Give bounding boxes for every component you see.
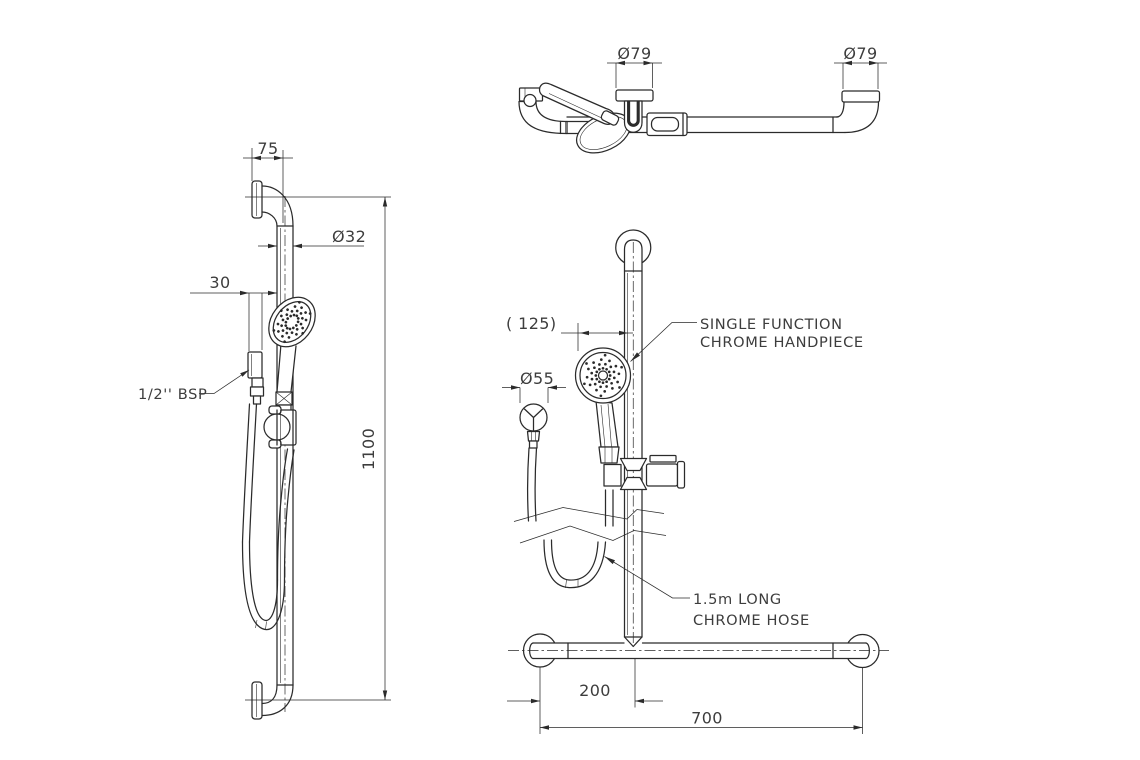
plan-slider-bracket	[646, 112, 688, 137]
handpiece-label-line1: SINGLE FUNCTION	[700, 316, 843, 333]
side-rail	[276, 196, 294, 712]
bsp-callout: 1/2'' BSP	[138, 369, 250, 403]
dimensions: 75 Ø32 30 1100 Ø79	[190, 44, 887, 734]
dim-200-text: 200	[579, 681, 611, 700]
dim-flange-plan-right: Ø79	[834, 44, 887, 89]
dim-o79-right-text: Ø79	[843, 44, 877, 63]
dim-75-text: 75	[257, 139, 278, 158]
front-hose	[526, 447, 614, 589]
dim-30-text: 30	[209, 273, 230, 292]
front-hose-connector	[519, 403, 548, 449]
side-bottom-wall-flange	[251, 681, 294, 720]
spray-face-dots	[272, 300, 312, 344]
dim-grab-rail-length: 700	[540, 668, 863, 734]
front-grab-rail	[508, 633, 889, 669]
plan-rail-top-flange	[615, 89, 654, 133]
plan-handpiece-handle	[538, 82, 620, 126]
hose-callout: 1.5m LONG CHROME HOSE	[604, 556, 810, 629]
dim-rail-diameter: Ø32	[258, 227, 366, 249]
dim-handpiece-offset: ( 125)	[506, 314, 633, 351]
dim-125-text: ( 125)	[506, 314, 557, 333]
dim-top-offset: 75	[243, 139, 293, 223]
break-lines	[513, 507, 667, 544]
dim-o32-text: Ø32	[332, 227, 366, 246]
side-wall-outlet	[247, 351, 265, 405]
annotations: 1/2'' BSP SINGLE FUNCTION CHROME HANDPIE…	[138, 316, 864, 629]
side-handpiece-head	[268, 296, 316, 348]
spray-face-dots	[583, 353, 623, 398]
side-view	[241, 180, 316, 720]
handpiece-callout: SINGLE FUNCTION CHROME HANDPIECE	[630, 316, 864, 362]
side-top-wall-flange	[251, 180, 294, 227]
dim-rail-length: 1100	[245, 196, 391, 701]
dim-o55-text: Ø55	[520, 369, 554, 388]
dim-1100-text: 1100	[359, 428, 378, 470]
dim-700-text: 700	[691, 709, 723, 728]
dim-o79-left-text: Ø79	[617, 44, 651, 63]
plan-view	[518, 82, 881, 154]
side-slider-bracket	[263, 405, 297, 449]
hose-label-line2: CHROME HOSE	[693, 612, 810, 629]
dim-connector-diameter: Ø55	[502, 369, 566, 403]
side-handpiece	[268, 296, 316, 412]
dim-flange-plan-left: Ø79	[607, 44, 662, 88]
front-view	[508, 229, 889, 669]
bsp-label: 1/2'' BSP	[138, 386, 207, 403]
handpiece-label-line2: CHROME HANDPIECE	[700, 334, 864, 351]
hose-label-line1: 1.5m LONG	[693, 591, 782, 608]
front-handpiece	[574, 347, 632, 464]
dim-outlet-offset: 30	[190, 273, 277, 351]
plan-grab-rail	[566, 90, 881, 134]
side-hose	[241, 403, 295, 631]
dim-tee-offset: 200	[507, 659, 663, 734]
front-rail	[623, 239, 643, 659]
front-slider-bracket	[603, 454, 686, 491]
